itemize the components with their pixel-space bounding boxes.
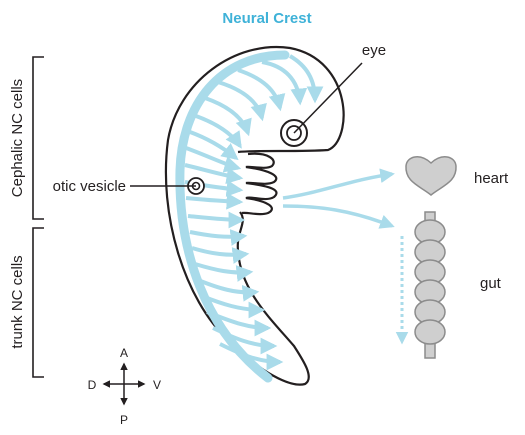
branchial-arches (241, 152, 278, 216)
trunk-bracket (32, 227, 44, 378)
ventral-label: V (153, 378, 161, 392)
trunk-migration-arrows (187, 211, 284, 371)
orientation-compass (102, 362, 146, 406)
otic-vesicle-label: otic vesicle (53, 178, 126, 195)
heart-icon (405, 156, 457, 196)
heart-label: heart (474, 170, 509, 187)
cephalic-bracket (32, 56, 44, 220)
trunk-nc-label: trunk NC cells (9, 255, 26, 348)
eye-leader-line (293, 62, 363, 134)
anterior-label: A (120, 346, 128, 360)
diagram-title: Neural Crest (222, 10, 311, 27)
dorsal-label: D (88, 378, 97, 392)
cephalic-nc-label: Cephalic NC cells (9, 79, 26, 197)
neural-crest-band (175, 50, 290, 383)
posterior-label: P (120, 413, 128, 427)
gut-icon (414, 211, 446, 359)
gut-label: gut (480, 275, 502, 292)
heart-migration-stream (282, 168, 395, 200)
gut-migration-stream (282, 204, 395, 229)
eye-label: eye (362, 42, 386, 59)
